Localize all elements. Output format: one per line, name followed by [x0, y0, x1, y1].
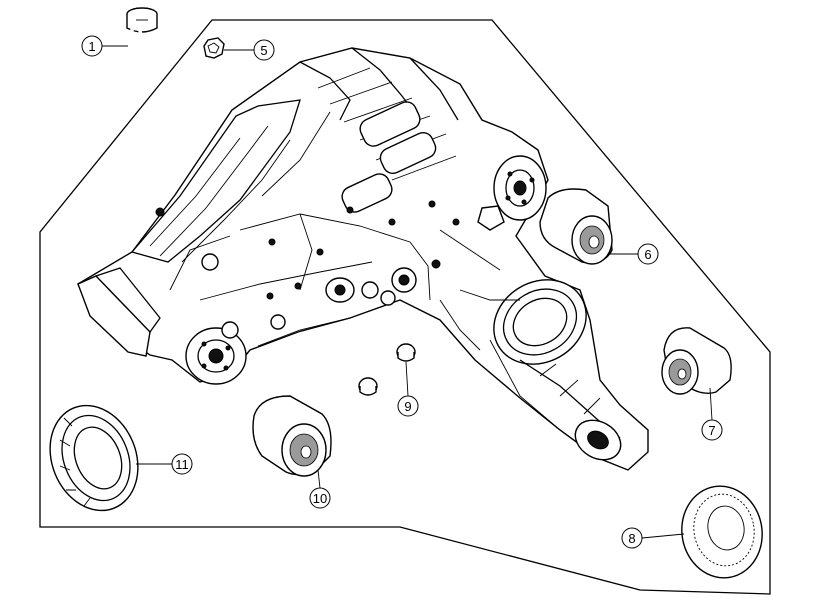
callout-label-8: 8: [628, 531, 635, 546]
callout-label-1: 1: [88, 39, 95, 54]
callout-7: 7: [701, 387, 723, 441]
callout-label-6: 6: [644, 247, 651, 262]
bushing-part-6: [539, 188, 613, 265]
vent-tube-part: [114, 7, 158, 90]
bushing-part-7: [661, 327, 732, 395]
bushing-part-10: [252, 395, 332, 477]
callout-11: 11: [136, 453, 193, 475]
diagram-boundary: [39, 19, 771, 595]
callout-5: 5: [224, 39, 275, 61]
callout-label-10: 10: [313, 491, 327, 506]
callout-8: 8: [621, 527, 685, 549]
callout-label-11: 11: [175, 457, 189, 472]
callout-label-9: 9: [404, 399, 411, 414]
callout-10: 10: [309, 469, 331, 509]
clip-part: [203, 37, 225, 59]
seal-disc-part-8: [681, 485, 763, 579]
callout-label-7: 7: [708, 423, 715, 438]
differential-housing: [77, 47, 649, 471]
callout-6: 6: [608, 243, 659, 265]
seal-ring-part-11: [49, 404, 139, 512]
callout-9: 9: [397, 361, 419, 417]
callout-1: 1: [81, 35, 128, 57]
plug-part-9: [358, 343, 416, 396]
callout-label-5: 5: [260, 43, 267, 58]
